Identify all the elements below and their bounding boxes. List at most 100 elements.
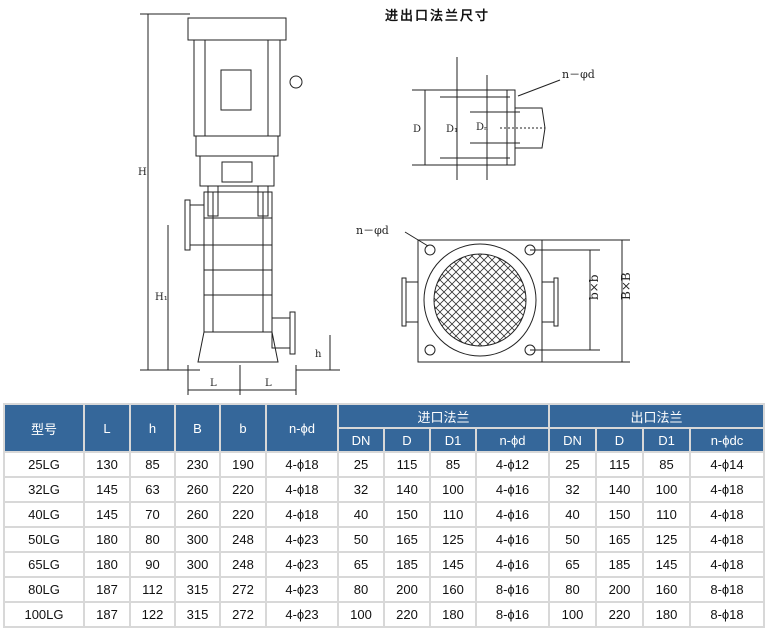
table-cell: 140 bbox=[597, 478, 642, 501]
table-cell: 4-ϕ18 bbox=[267, 478, 337, 501]
table-cell: 80 bbox=[339, 578, 383, 601]
table-cell: 25 bbox=[339, 453, 383, 476]
table-cell: 190 bbox=[221, 453, 265, 476]
header-outlet-flange: 出口法兰 bbox=[550, 405, 763, 427]
table-cell: 4-ϕ18 bbox=[691, 528, 763, 551]
label-L-left: L bbox=[210, 378, 217, 389]
pump-elevation-view: H H₁ h L L bbox=[138, 13, 340, 395]
table-cell: 220 bbox=[597, 603, 642, 626]
pump-technical-drawing: H H₁ h L L D D₁ Dₙ n－φd n－φd bbox=[138, 13, 633, 395]
table-cell: 50 bbox=[550, 528, 595, 551]
table-cell: 65 bbox=[339, 553, 383, 576]
label-nphid-top: n－φd bbox=[562, 68, 595, 81]
table-cell: 145 bbox=[644, 553, 689, 576]
label-DN: Dₙ bbox=[476, 122, 488, 133]
table-cell: 187 bbox=[85, 578, 129, 601]
table-cell: 32 bbox=[550, 478, 595, 501]
table-cell: 85 bbox=[431, 453, 475, 476]
table-cell: 122 bbox=[131, 603, 174, 626]
table-cell: 80LG bbox=[5, 578, 83, 601]
table-cell: 4-ϕ16 bbox=[477, 528, 548, 551]
table-cell: 4-ϕ23 bbox=[267, 553, 337, 576]
table-cell: 8-ϕ16 bbox=[477, 578, 548, 601]
sub-header-4: DN bbox=[550, 429, 595, 451]
table-cell: 180 bbox=[85, 553, 129, 576]
table-cell: 100 bbox=[431, 478, 475, 501]
table-cell: 63 bbox=[131, 478, 174, 501]
sub-header-2: D1 bbox=[431, 429, 475, 451]
table-cell: 50 bbox=[339, 528, 383, 551]
table-cell: 4-ϕ18 bbox=[691, 553, 763, 576]
table-cell: 230 bbox=[176, 453, 219, 476]
table-cell: 272 bbox=[221, 578, 265, 601]
table-cell: 110 bbox=[431, 503, 475, 526]
table-cell: 4-ϕ18 bbox=[691, 478, 763, 501]
table-cell: 145 bbox=[85, 478, 129, 501]
table-cell: 85 bbox=[131, 453, 174, 476]
table-cell: 8-ϕ18 bbox=[691, 578, 763, 601]
table-cell: 300 bbox=[176, 528, 219, 551]
sub-header-6: D1 bbox=[644, 429, 689, 451]
label-H: H bbox=[138, 167, 147, 178]
table-cell: 115 bbox=[385, 453, 429, 476]
table-cell: 4-ϕ23 bbox=[267, 528, 337, 551]
label-D: D bbox=[413, 124, 421, 135]
table-cell: 80 bbox=[550, 578, 595, 601]
table-cell: 315 bbox=[176, 603, 219, 626]
table-cell: 180 bbox=[644, 603, 689, 626]
table-cell: 220 bbox=[221, 478, 265, 501]
table-cell: 70 bbox=[131, 503, 174, 526]
table-cell: 65 bbox=[550, 553, 595, 576]
sub-header-5: D bbox=[597, 429, 642, 451]
header-h: h bbox=[131, 405, 174, 451]
table-cell: 4-ϕ12 bbox=[477, 453, 548, 476]
table-cell: 100LG bbox=[5, 603, 83, 626]
label-L-right: L bbox=[265, 378, 272, 389]
table-cell: 100 bbox=[550, 603, 595, 626]
table-cell: 160 bbox=[644, 578, 689, 601]
table-cell: 100 bbox=[644, 478, 689, 501]
table-cell: 248 bbox=[221, 528, 265, 551]
table-cell: 130 bbox=[85, 453, 129, 476]
sub-header-7: n-ϕdc bbox=[691, 429, 763, 451]
table-cell: 180 bbox=[85, 528, 129, 551]
header-L: L bbox=[85, 405, 129, 451]
table-cell: 50LG bbox=[5, 528, 83, 551]
table-cell: 32 bbox=[339, 478, 383, 501]
flange-section-view: D D₁ Dₙ n－φd bbox=[412, 57, 595, 180]
header-B: B bbox=[176, 405, 219, 451]
table-cell: 110 bbox=[644, 503, 689, 526]
header-inlet-flange: 进口法兰 bbox=[339, 405, 548, 427]
table-cell: 160 bbox=[431, 578, 475, 601]
table-cell: 315 bbox=[176, 578, 219, 601]
sub-header-3: n-ϕd bbox=[477, 429, 548, 451]
table-cell: 180 bbox=[431, 603, 475, 626]
table-cell: 25 bbox=[550, 453, 595, 476]
table-cell: 8-ϕ16 bbox=[477, 603, 548, 626]
table-cell: 260 bbox=[176, 478, 219, 501]
table-cell: 200 bbox=[385, 578, 429, 601]
table-cell: 272 bbox=[221, 603, 265, 626]
table-cell: 220 bbox=[385, 603, 429, 626]
table-cell: 150 bbox=[597, 503, 642, 526]
table-cell: 165 bbox=[385, 528, 429, 551]
label-H1: H₁ bbox=[155, 292, 168, 303]
label-bxb: b×b bbox=[587, 274, 601, 300]
table-cell: 40 bbox=[550, 503, 595, 526]
table-cell: 90 bbox=[131, 553, 174, 576]
table-cell: 125 bbox=[644, 528, 689, 551]
table-cell: 4-ϕ18 bbox=[267, 453, 337, 476]
sub-header-1: D bbox=[385, 429, 429, 451]
label-BxB: B×B bbox=[619, 272, 633, 300]
table-cell: 185 bbox=[385, 553, 429, 576]
table-cell: 115 bbox=[597, 453, 642, 476]
table-cell: 85 bbox=[644, 453, 689, 476]
table-cell: 32LG bbox=[5, 478, 83, 501]
